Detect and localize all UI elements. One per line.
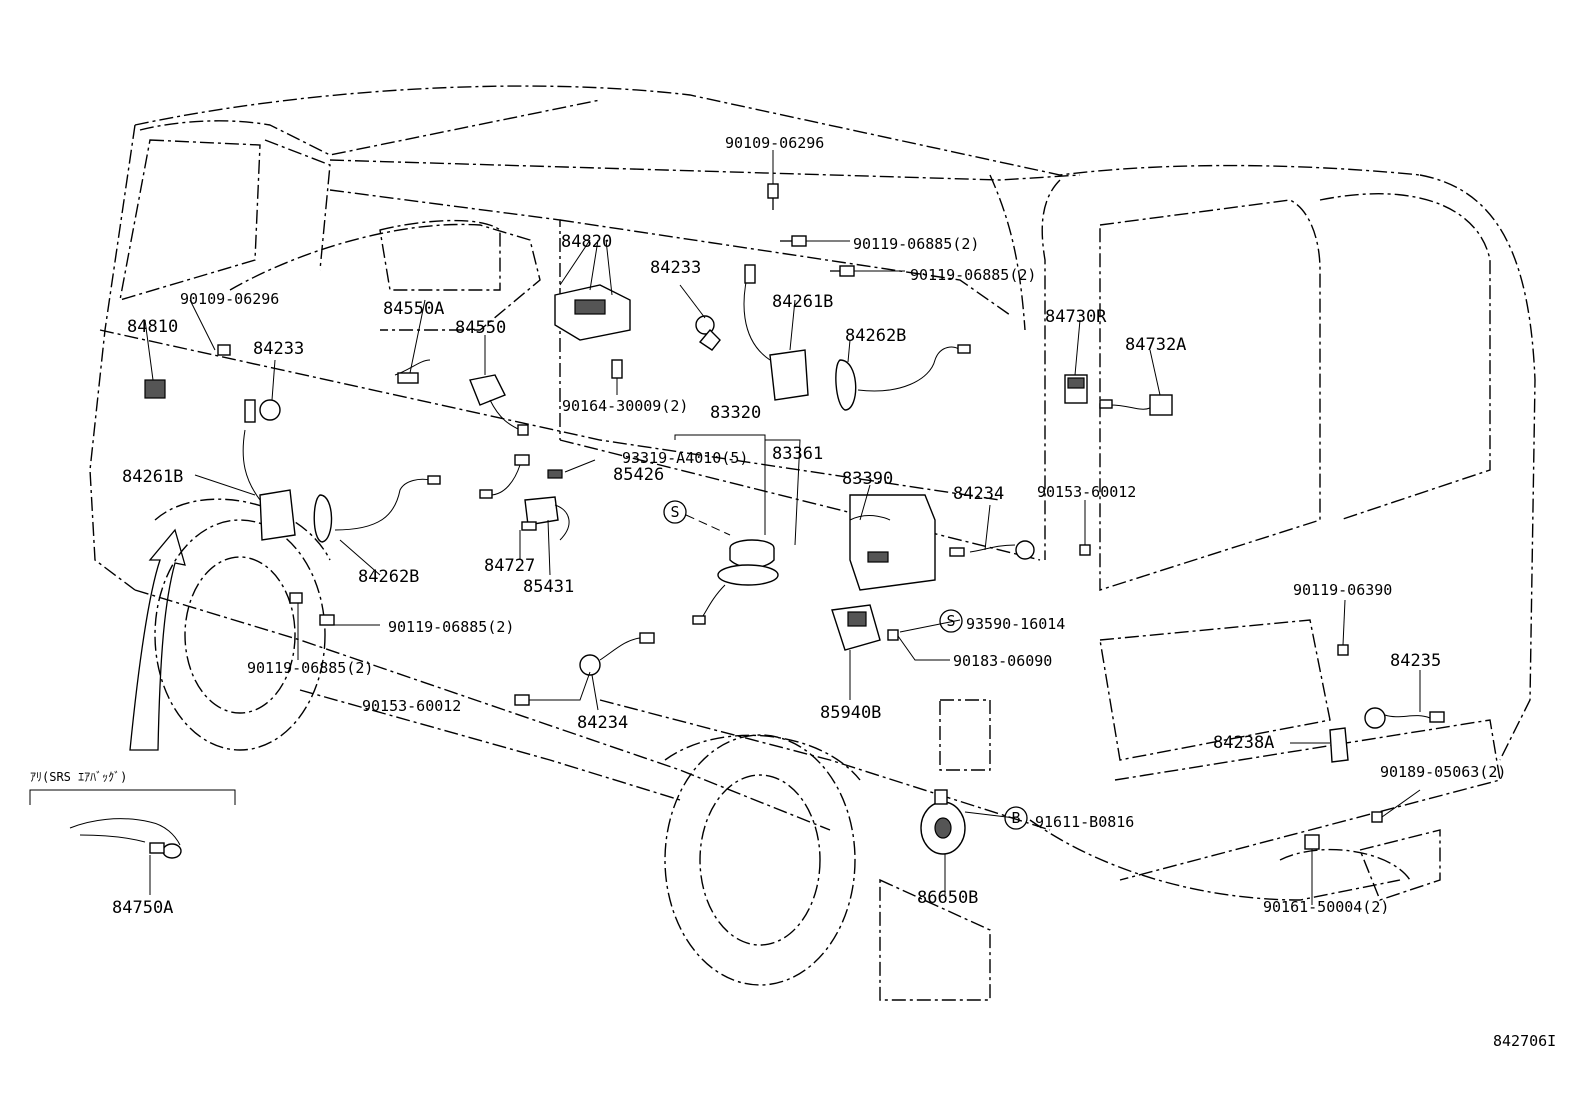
label-90109-06296-top: 90109-06296 bbox=[725, 134, 824, 152]
label-85426: 85426 bbox=[613, 465, 664, 485]
label-85431: 85431 bbox=[523, 577, 574, 597]
label-84261B-center: 84261B bbox=[772, 292, 833, 312]
label-84732A: 84732A bbox=[1125, 335, 1186, 355]
svg-text:B: B bbox=[1011, 809, 1020, 827]
label-84261B-left: 84261B bbox=[122, 467, 183, 487]
label-83361: 83361 bbox=[772, 444, 823, 464]
label-83390: 83390 bbox=[842, 469, 893, 489]
part-drawings bbox=[69, 183, 1445, 859]
part-labels: 90109-06296 90119-06885(2) 90119-06885(2… bbox=[30, 134, 1556, 1050]
label-90119-06885-b: 90119-06885(2) bbox=[910, 266, 1036, 284]
label-86650B: 86650B bbox=[917, 888, 978, 908]
label-84233-center: 84233 bbox=[650, 258, 701, 278]
label-90109-06296-left: 90109-06296 bbox=[180, 290, 279, 308]
label-90189-05063: 90189-05063(2) bbox=[1380, 763, 1506, 781]
label-84262B-left: 84262B bbox=[358, 567, 419, 587]
label-90183-06090: 90183-06090 bbox=[953, 652, 1052, 670]
label-84262B-right: 84262B bbox=[845, 326, 906, 346]
label-84750A: 84750A bbox=[112, 898, 173, 918]
label-91611-B0816: 91611-B0816 bbox=[1035, 813, 1134, 831]
label-84730R: 84730R bbox=[1045, 307, 1107, 327]
svg-text:S: S bbox=[946, 612, 955, 630]
leader-lines bbox=[29, 150, 1421, 905]
front-direction-arrow bbox=[129, 528, 186, 751]
svg-text:S: S bbox=[670, 503, 679, 521]
label-93319-A4010: 93319-A4010(5) bbox=[622, 449, 748, 467]
label-84810: 84810 bbox=[127, 317, 178, 337]
label-84727: 84727 bbox=[484, 556, 535, 576]
label-90119-06390: 90119-06390 bbox=[1293, 581, 1392, 599]
label-84234-right: 84234 bbox=[953, 484, 1004, 504]
callout-s-83320: S bbox=[663, 500, 731, 536]
front-wheel bbox=[154, 498, 331, 751]
label-90164-30009: 90164-30009(2) bbox=[562, 397, 688, 415]
label-84235: 84235 bbox=[1390, 651, 1441, 671]
label-84550A: 84550A bbox=[383, 299, 444, 319]
van-body-outline bbox=[89, 85, 1536, 1001]
label-84238A: 84238A bbox=[1213, 733, 1274, 753]
label-85940B: 85940B bbox=[820, 703, 881, 723]
label-84233-left: 84233 bbox=[253, 339, 304, 359]
label-93590-16014: 93590-16014 bbox=[966, 615, 1065, 633]
label-90119-06885-a: 90119-06885(2) bbox=[853, 235, 979, 253]
label-90153-60012-left: 90153-60012 bbox=[362, 697, 461, 715]
label-90119-06885-d: 90119-06885(2) bbox=[247, 659, 373, 677]
figure-code: 842706I bbox=[1493, 1032, 1556, 1050]
rear-wheel bbox=[664, 734, 861, 986]
label-84234-left: 84234 bbox=[577, 713, 628, 733]
callouts: S S B bbox=[663, 500, 1028, 830]
label-84820: 84820 bbox=[561, 232, 612, 252]
label-90119-06885-c: 90119-06885(2) bbox=[388, 618, 514, 636]
srs-airbag-note: ｱﾘ(SRS ｴｱﾊﾞｯｸﾞ) bbox=[30, 770, 127, 784]
label-83320: 83320 bbox=[710, 403, 761, 423]
label-90161-50004: 90161-50004(2) bbox=[1263, 898, 1389, 916]
callout-b-91611: B bbox=[1004, 806, 1028, 830]
label-84550: 84550 bbox=[455, 318, 506, 338]
label-90153-60012-right: 90153-60012 bbox=[1037, 483, 1136, 501]
callout-s-93590: S bbox=[939, 609, 963, 633]
spare-tire-hint bbox=[1279, 848, 1411, 881]
